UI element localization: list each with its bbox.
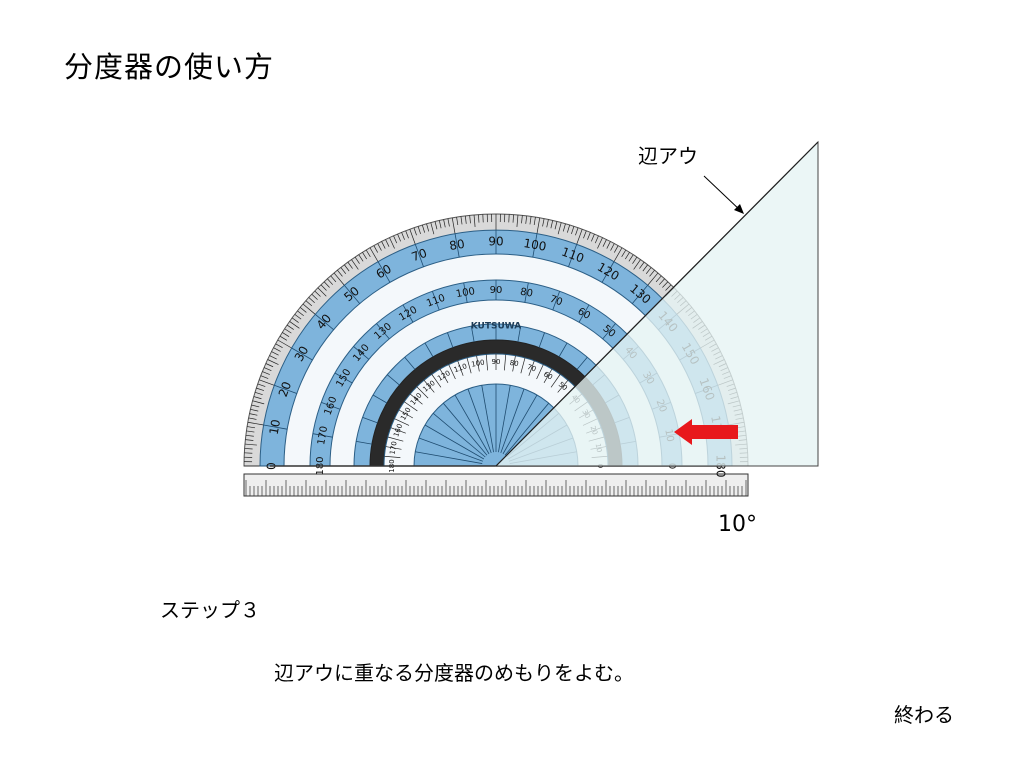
edge-label: 辺アウ <box>638 140 698 169</box>
outer-scale-number: 90 <box>488 235 503 249</box>
small-scale-number: 90 <box>492 358 501 366</box>
inner-scale-number: 90 <box>490 285 503 296</box>
small-scale-number: 80 <box>509 359 519 368</box>
protractor-brand: KUTSUWA <box>471 322 522 332</box>
inner-scale-number: 80 <box>519 287 533 300</box>
outer-scale-number: 10 <box>267 418 283 435</box>
outer-scale-number: 80 <box>448 237 465 253</box>
end-button[interactable]: 終わる <box>894 699 954 728</box>
ruler-strip <box>244 474 748 496</box>
label-pointer-line <box>704 176 742 212</box>
angle-readout: 10° <box>718 512 757 537</box>
step-label: ステップ３ <box>160 594 260 623</box>
instruction-text: 辺アウに重なる分度器のめもりをよむ。 <box>274 657 634 686</box>
